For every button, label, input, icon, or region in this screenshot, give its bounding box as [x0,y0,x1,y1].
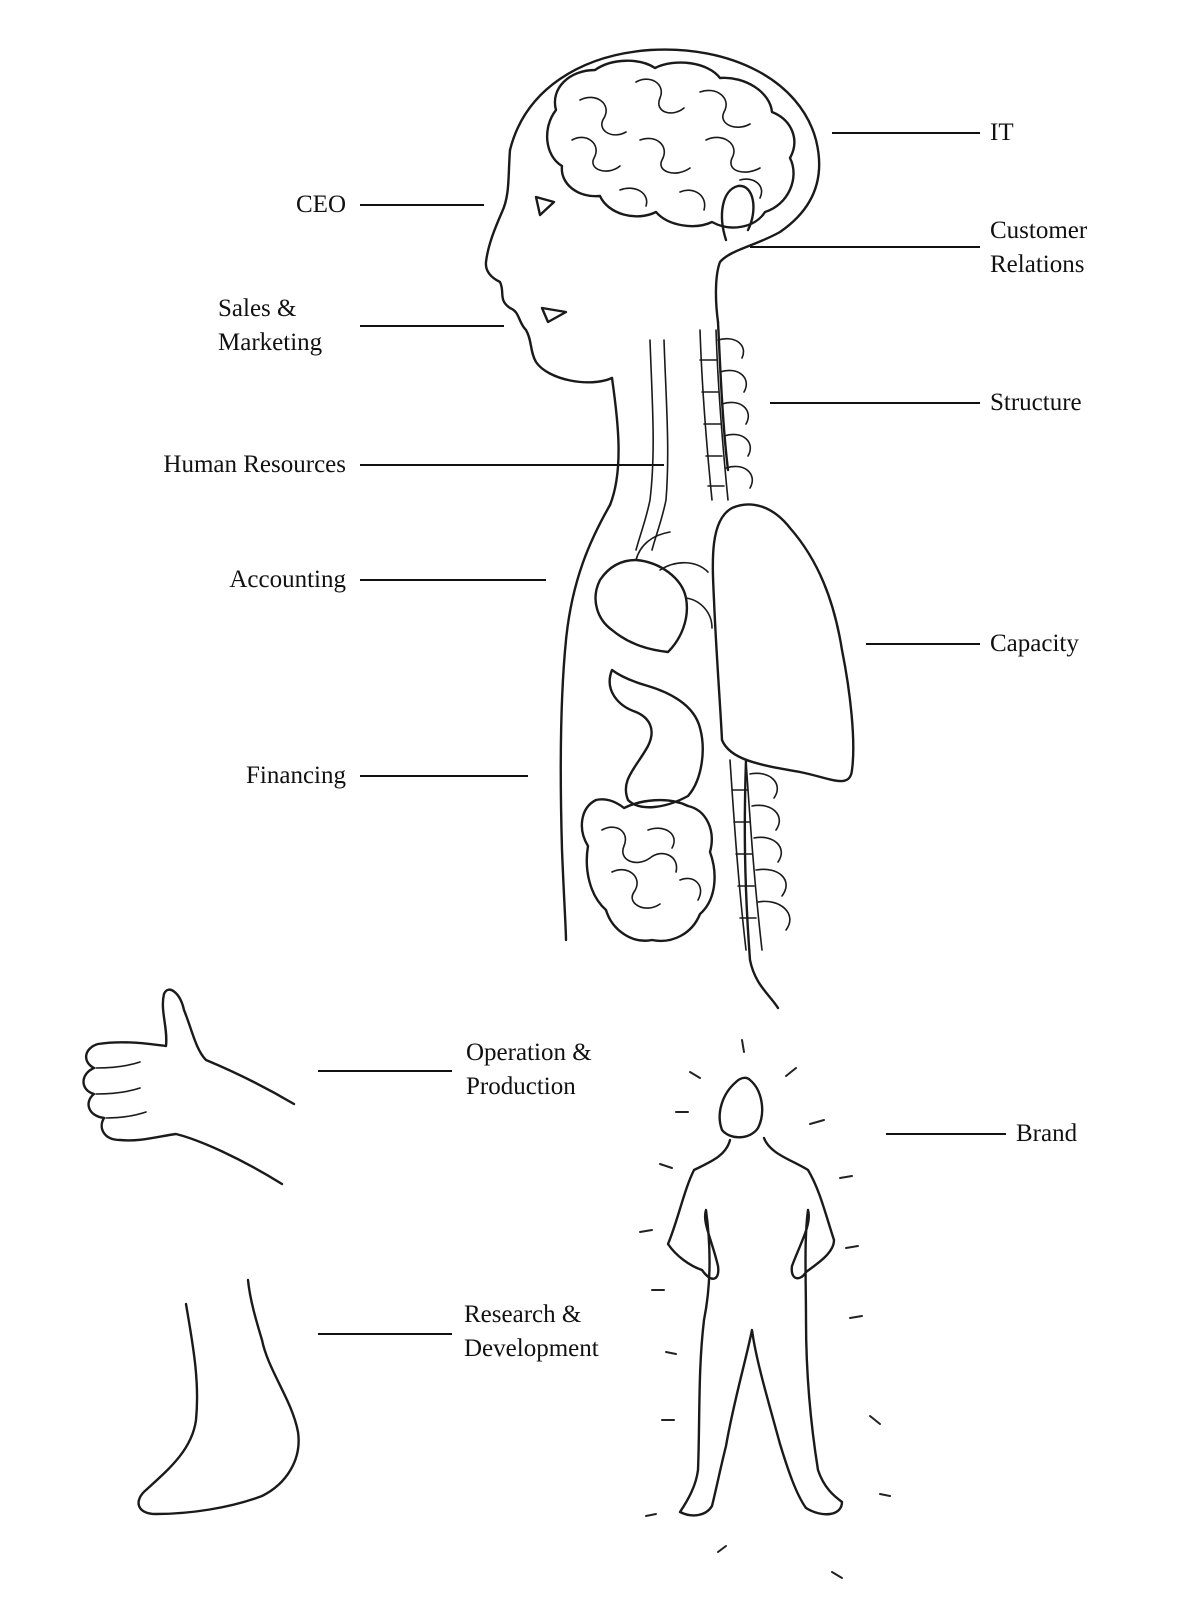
label-structure: Structure [990,389,1082,416]
head-profile-outline [484,48,821,1010]
label-sales-marketing-line-2: Marketing [218,329,323,356]
label-operation-production-line-1: Operation & [466,1039,592,1066]
leader-lines [318,132,1006,1335]
label-accounting: Accounting [229,566,346,593]
esophagus-icon [635,339,669,551]
label-research-development-line-2: Development [464,1335,599,1362]
thumbs-up-hand-icon [82,988,296,1186]
label-operation-production: Operation & Production [466,1036,592,1104]
eye-icon [534,195,556,217]
lung-icon [711,503,855,783]
label-customer-relations-line-2: Relations [990,251,1085,278]
label-customer-relations-line-1: Customer [990,217,1088,244]
label-it: IT [990,119,1014,146]
label-sales-marketing-line-1: Sales & [218,295,297,322]
ear-icon [720,184,755,242]
mouth-icon [540,306,568,324]
label-capacity: Capacity [990,630,1079,657]
label-brand: Brand [1016,1120,1078,1147]
label-research-development-line-1: Research & [464,1301,582,1328]
label-operation-production-line-2: Production [466,1073,576,1100]
label-ceo: CEO [296,191,346,218]
heart-icon [594,531,713,654]
label-human-resources: Human Resources [163,451,346,478]
label-research-development: Research & Development [464,1298,599,1366]
intestines-icon [580,798,716,943]
foot-icon [137,1278,300,1516]
brain-icon [545,59,796,229]
spine-icon [699,329,791,951]
label-financing: Financing [246,762,346,789]
label-customer-relations: Customer Relations [990,214,1087,282]
glowing-person-icon [639,1039,891,1579]
label-sales-marketing: Sales & Marketing [218,292,322,360]
stomach-icon [608,668,704,809]
